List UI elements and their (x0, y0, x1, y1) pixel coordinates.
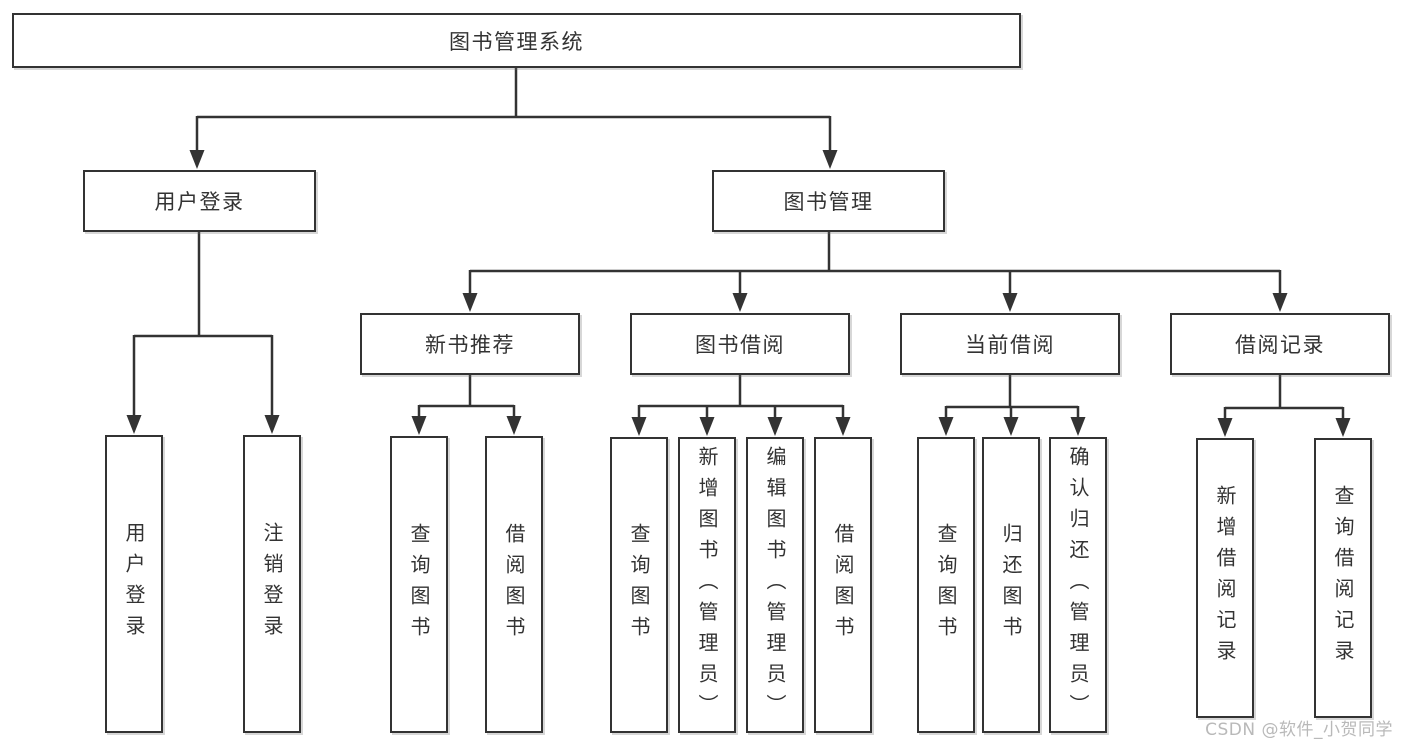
connectors-borrow-records (1217, 375, 1351, 437)
node-label: 当前借阅 (965, 333, 1055, 357)
leaf-label: 用户登录 (122, 522, 146, 646)
leaf-label: 查询图书 (407, 522, 431, 647)
leaf-return-book: 归还图书 (982, 437, 1040, 733)
leaf-user-login: 用户登录 (105, 435, 163, 733)
node-label: 图书借阅 (695, 333, 785, 357)
node-user-login: 用户登录 (83, 170, 316, 232)
node-current-borrow: 当前借阅 (900, 313, 1120, 375)
node-book-management: 图书管理 (712, 170, 945, 232)
connectors-current-borrow (938, 375, 1086, 436)
leaf-label: 借阅图书 (831, 523, 855, 647)
leaf-label: 新增借阅记录 (1213, 485, 1237, 671)
node-library-management-system: 图书管理系统 (12, 13, 1021, 68)
leaf-label: 归还图书 (999, 523, 1023, 647)
leaf-label: 注销登录 (260, 522, 284, 646)
node-label: 图书管理 (783, 190, 874, 214)
leaf-label: 确认归还（管理员） (1066, 445, 1090, 725)
leaf-label: 借阅图书 (502, 522, 526, 647)
node-label: 新书推荐 (425, 333, 515, 357)
node-label: 图书管理系统 (449, 29, 584, 54)
leaf-borrow-books-recommend: 借阅图书 (485, 436, 543, 733)
leaf-logout: 注销登录 (243, 435, 301, 733)
connectors-book-management (462, 232, 1288, 312)
leaf-label: 编辑图书（管理员） (763, 445, 787, 725)
node-borrow-records: 借阅记录 (1170, 313, 1390, 375)
leaf-query-borrow-record: 查询借阅记录 (1314, 438, 1372, 718)
connectors-new-book (411, 375, 522, 435)
leaf-label: 新增图书（管理员） (695, 445, 719, 725)
node-label: 借阅记录 (1235, 333, 1325, 357)
leaf-add-book-admin: 新增图书（管理员） (678, 437, 736, 733)
leaf-query-books-current: 查询图书 (917, 437, 975, 733)
connectors-book-borrow (631, 375, 851, 436)
leaf-borrow-books: 借阅图书 (814, 437, 872, 733)
leaf-edit-book-admin: 编辑图书（管理员） (746, 437, 804, 733)
leaf-label: 查询图书 (934, 523, 958, 647)
connectors-root (189, 68, 838, 169)
leaf-query-books-recommend: 查询图书 (390, 436, 448, 733)
leaf-add-borrow-record: 新增借阅记录 (1196, 438, 1254, 718)
connectors-user-login (126, 232, 280, 434)
csdn-watermark: CSDN @软件_小贺同学 (1205, 720, 1393, 740)
node-new-book-recommend: 新书推荐 (360, 313, 580, 375)
leaf-label: 查询借阅记录 (1331, 485, 1355, 671)
node-book-borrow: 图书借阅 (630, 313, 850, 375)
leaf-confirm-return-admin: 确认归还（管理员） (1049, 437, 1107, 733)
leaf-label: 查询图书 (627, 523, 651, 647)
leaf-query-books-borrow: 查询图书 (610, 437, 668, 733)
node-label: 用户登录 (154, 190, 245, 214)
